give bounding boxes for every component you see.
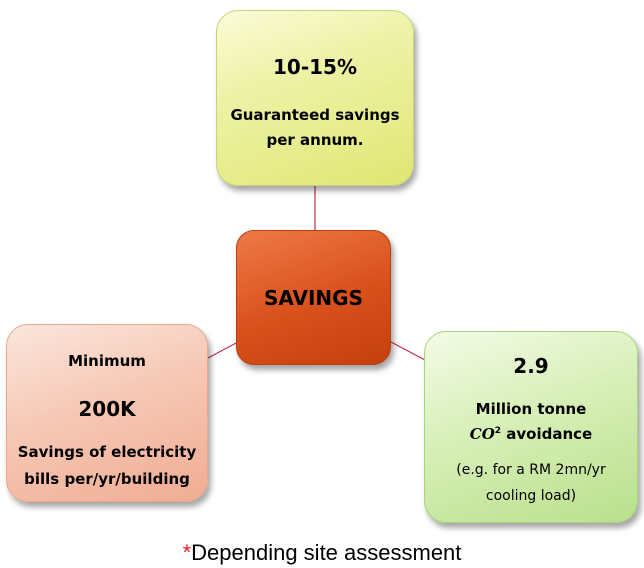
connector-left [207,341,239,359]
note-line-2: cooling load) [485,488,577,504]
co2-superscript: 2 [494,426,502,436]
co2-example-note: (e.g. for a RM 2mn/yr cooling load) [429,457,633,509]
footnote: *Depending site assessment [0,540,644,566]
guaranteed-savings-description: Guaranteed savings per annum. [223,103,407,153]
co2-symbol: CO [469,425,495,443]
desc-line-1: Savings of electricity [17,443,197,461]
co2-unit: Million tonne [475,400,587,418]
savings-center-box: SAVINGS [236,230,391,365]
electricity-savings-amount: 200K [78,397,136,421]
asterisk-mark: * [182,540,192,565]
co2-avoidance-box: 2.9 Million tonne CO2 avoidance (e.g. fo… [424,331,638,523]
co2-avoidance-label: CO2 avoidance [425,425,637,443]
connector-right [390,341,426,361]
guaranteed-savings-box: 10-15% Guaranteed savings per annum. [216,10,414,186]
desc-line-2: per annum. [266,131,364,149]
co2-suffix: avoidance [501,425,593,443]
desc-line-1: Guaranteed savings [230,106,400,124]
desc-line-2: bills per/yr/building [24,470,190,488]
savings-percentage: 10-15% [272,55,357,79]
savings-title: SAVINGS [263,286,363,310]
co2-amount: 2.9 [513,354,549,378]
minimum-label: Minimum [68,352,146,370]
footnote-text: Depending site assessment [191,540,462,565]
electricity-savings-description: Savings of electricity bills per/yr/buil… [11,439,203,493]
electricity-savings-box: Minimum 200K Savings of electricity bill… [6,324,208,502]
note-line-1: (e.g. for a RM 2mn/yr [456,462,606,478]
